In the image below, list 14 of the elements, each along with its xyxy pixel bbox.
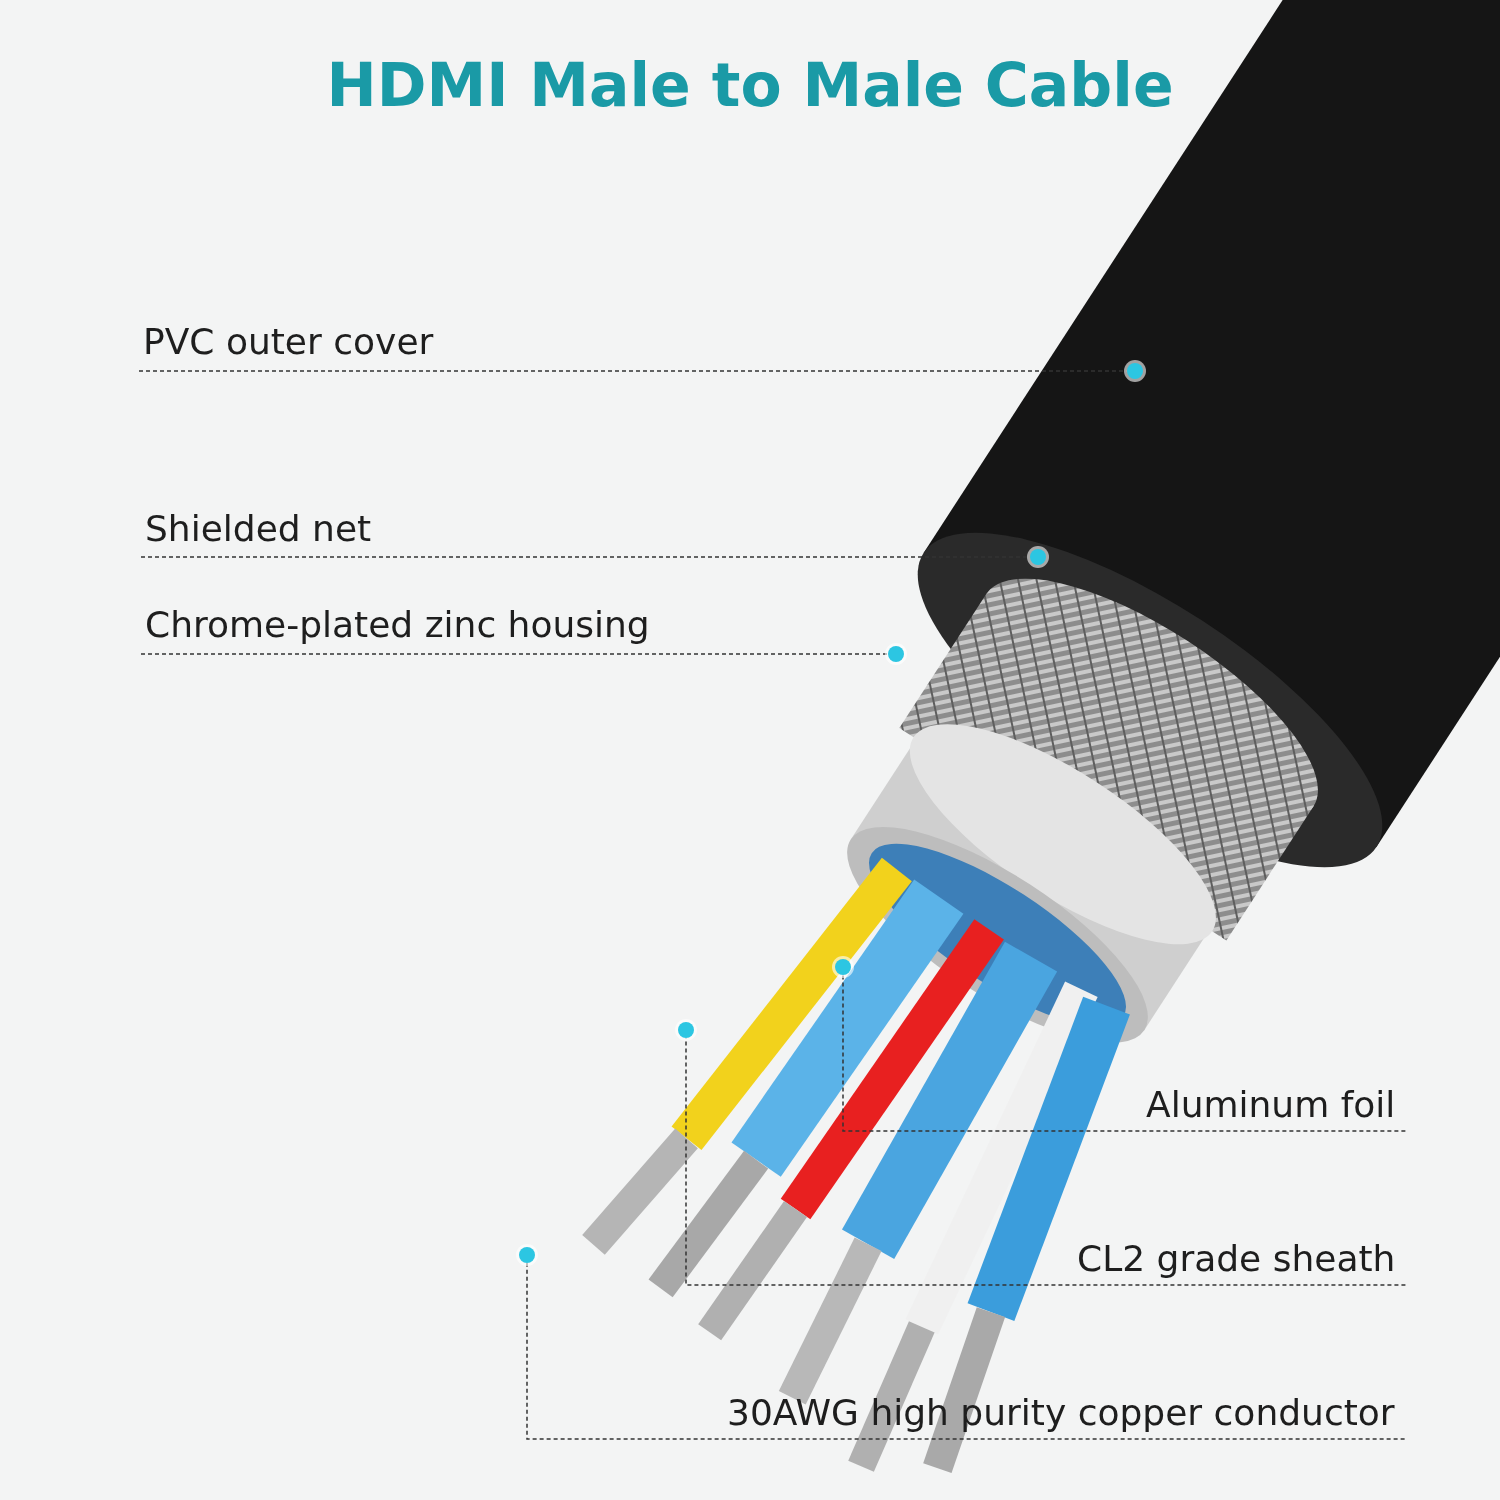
part-label: CL2 grade sheath xyxy=(1077,1237,1396,1285)
marker-dot xyxy=(519,1247,535,1263)
part-label: Aluminum foil xyxy=(1146,1083,1396,1131)
leader-line xyxy=(842,974,1407,1132)
marker-dot xyxy=(888,646,904,662)
part-label: Shielded net xyxy=(145,507,372,555)
part-label: PVC outer cover xyxy=(143,320,434,368)
marker-dot xyxy=(678,1022,694,1038)
leader-line xyxy=(526,1262,1406,1440)
title: HDMI Male to Male Cable xyxy=(325,50,1175,120)
part-label: Chrome-plated zinc housing xyxy=(145,603,650,651)
leader-line xyxy=(140,653,889,655)
leader-line xyxy=(138,370,1128,372)
part-label: 30AWG high purity copper conductor xyxy=(727,1391,1395,1439)
